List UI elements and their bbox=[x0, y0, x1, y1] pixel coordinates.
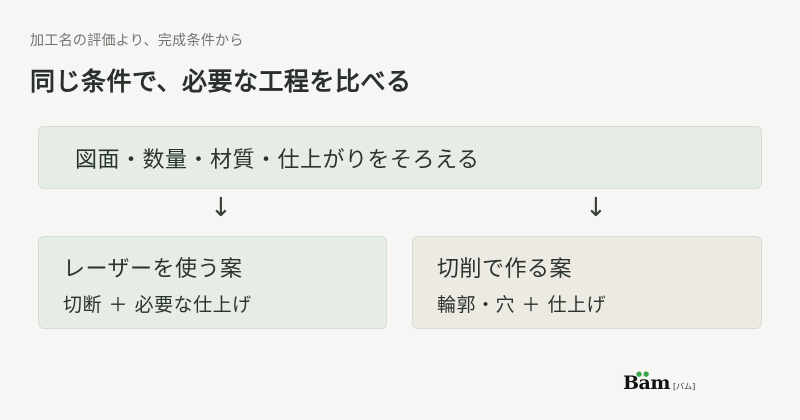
logo-subtitle: [バム] bbox=[672, 382, 696, 391]
logo-dots-icon: ●● bbox=[636, 369, 651, 378]
down-arrow-left-icon: ↓ bbox=[210, 193, 232, 223]
laser-option-box: レーザーを使う案 切断 ＋ 必要な仕上げ bbox=[38, 236, 387, 329]
eyebrow-text: 加工名の評価より、完成条件から bbox=[30, 33, 244, 49]
logo-mark: Bam ●● bbox=[623, 369, 670, 394]
laser-option-detail: 切断 ＋ 必要な仕上げ bbox=[63, 294, 252, 316]
machining-option-detail: 輪郭・穴 ＋ 仕上げ bbox=[437, 294, 607, 316]
common-conditions-label: 図面・数量・材質・仕上がりをそろえる bbox=[75, 148, 480, 173]
brand-logo: Bam ●● [バム] bbox=[623, 369, 696, 394]
machining-option-box: 切削で作る案 輪郭・穴 ＋ 仕上げ bbox=[412, 236, 762, 329]
down-arrow-right-icon: ↓ bbox=[585, 193, 607, 223]
common-conditions-box: 図面・数量・材質・仕上がりをそろえる bbox=[38, 126, 762, 189]
page-title: 同じ条件で、必要な工程を比べる bbox=[30, 67, 412, 96]
machining-option-title: 切削で作る案 bbox=[437, 257, 573, 282]
laser-option-title: レーザーを使う案 bbox=[63, 257, 243, 282]
